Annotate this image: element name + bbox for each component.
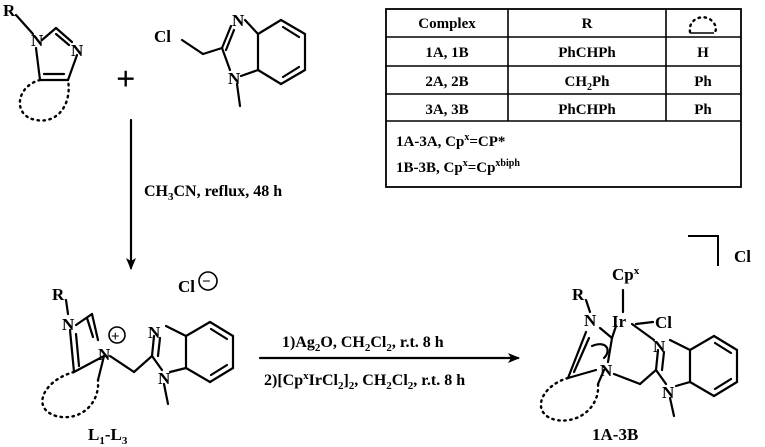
ligand-label: L1-L3 (88, 425, 128, 447)
r-substituent-label: R (3, 1, 16, 20)
positive-charge: + (111, 329, 120, 345)
row1-complex: 1A, 1B (425, 45, 468, 61)
n3-atom-label: N (600, 361, 613, 380)
step1-conditions: CH3CN, reflux, 48 h (144, 183, 282, 203)
row3-fused: Ph (694, 102, 712, 118)
counterion-label: Cl (178, 277, 195, 296)
n1-benz-atom-label: N (158, 369, 171, 388)
row2-fused: Ph (694, 74, 712, 90)
reactant-imidazole: R N N (3, 1, 84, 122)
step2-conditions-line2: 2)[CpxIrCl2]2, CH2Cl2, r.t. 8 h (264, 370, 465, 392)
n1-benz-atom-label: N (662, 383, 675, 402)
n3-atom-label: N (98, 345, 111, 364)
r-substituent-label: R (572, 285, 585, 304)
row2-r: CH2Ph (564, 74, 610, 93)
fused-ring-header-icon (688, 16, 718, 35)
iridium-atom-label: Ir (612, 312, 627, 331)
cp-ligand-label: Cpx (612, 265, 640, 284)
n3-atom-label: N (71, 41, 84, 60)
chloro-label: Cl (154, 27, 171, 46)
row1-r: PhCHPh (558, 45, 616, 61)
negative-charge: − (202, 274, 211, 290)
header-r: R (582, 16, 593, 32)
n1-atom-label: N (584, 311, 597, 330)
r-substituent-label: R (52, 285, 65, 304)
product-iridium-complex: Cpx Ir Cl R N N N N Cl 1A-3B (539, 235, 751, 444)
row1-fused: H (697, 45, 709, 61)
product-label: 1A-3B (592, 425, 638, 444)
reactant-benzimidazole: Cl N N (154, 11, 307, 108)
ligand-imidazolium-salt: + R N N N N Cl − L1-L3 (41, 271, 235, 447)
row3-r: PhCHPh (558, 102, 616, 118)
header-complex: Complex (418, 16, 476, 32)
n3-atom-label: N (232, 11, 245, 30)
n1-atom-label: N (228, 69, 241, 88)
substituent-table: Complex R 1A, 1B PhCHPh H 2A, 2B CH2Ph P… (385, 8, 742, 188)
footer-line1: 1A-3A, Cpx=CP* (396, 132, 505, 150)
row2-complex: 2A, 2B (425, 74, 468, 90)
footer-line2: 1B-3B, Cpx=Cpxbiph (396, 158, 520, 176)
n1-atom-label: N (62, 315, 75, 334)
chloro-ligand-label: Cl (655, 313, 672, 332)
plus-sign: + (116, 61, 135, 98)
counterion-label: Cl (734, 247, 751, 266)
n3-benz-atom-label: N (653, 337, 666, 356)
n3-benz-atom-label: N (148, 323, 161, 342)
row3-complex: 3A, 3B (425, 102, 468, 118)
step2-conditions-line1: 1)Ag2O, CH2Cl2, r.t. 8 h (282, 334, 444, 354)
n1-atom-label: N (31, 31, 44, 50)
